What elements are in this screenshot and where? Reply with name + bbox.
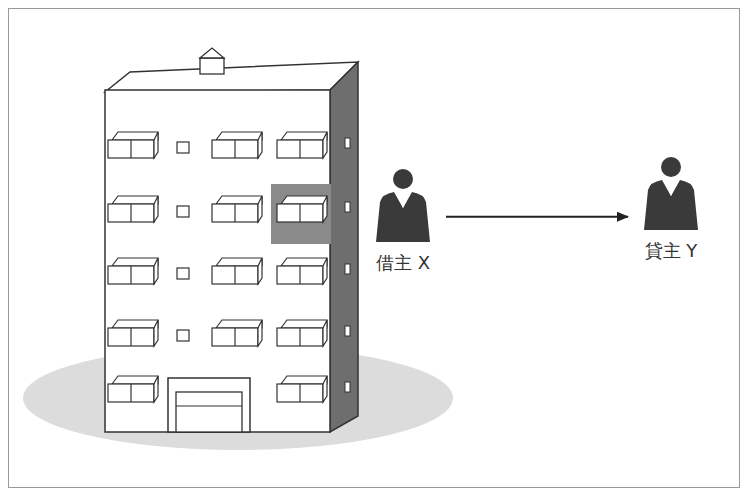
balcony-divider (299, 140, 300, 158)
balcony-divider (234, 328, 235, 346)
flow-arrow (446, 216, 628, 218)
side-window (345, 202, 350, 212)
balcony-side (154, 132, 158, 158)
small-window (177, 142, 189, 153)
small-window (177, 206, 189, 217)
balcony-divider (130, 140, 131, 158)
person-label: 借主 X (376, 252, 430, 274)
balcony-top (281, 132, 327, 140)
side-wall (330, 62, 358, 432)
balcony-divider (299, 328, 300, 346)
balcony-rail (108, 204, 154, 222)
balconies (108, 132, 350, 402)
balcony-side (154, 196, 158, 222)
person-body (644, 180, 698, 230)
balcony-divider (234, 140, 235, 158)
entrance (168, 378, 250, 432)
person-body (376, 192, 430, 242)
balcony-divider (130, 328, 131, 346)
balcony-top (216, 258, 262, 266)
balcony-divider (234, 266, 235, 284)
balcony-divider (299, 204, 300, 222)
side-window (345, 326, 350, 336)
balcony-divider (299, 384, 300, 402)
small-window (177, 268, 189, 279)
roof (105, 62, 358, 92)
balcony-rail (212, 204, 258, 222)
balcony-rail (212, 328, 258, 346)
balcony-rail (108, 328, 154, 346)
balcony-top (112, 320, 158, 328)
person-collar (665, 182, 677, 196)
balcony-side (154, 320, 158, 346)
balcony-rail (277, 266, 323, 284)
balcony-rail (277, 328, 323, 346)
person-head (661, 157, 681, 177)
small-window (177, 330, 189, 341)
front-wall (105, 90, 330, 432)
highlighted-unit (271, 184, 331, 244)
balcony-top (112, 132, 158, 140)
balcony-top (112, 376, 158, 384)
balcony-side (154, 258, 158, 284)
balcony-side (258, 320, 262, 346)
balcony-side (323, 132, 327, 158)
balcony-top (281, 196, 327, 204)
balcony-top (216, 320, 262, 328)
balcony-divider (130, 384, 131, 402)
person-label: 貸主 Y (645, 240, 698, 262)
balcony-rail (277, 140, 323, 158)
balcony-side (323, 376, 327, 402)
person-node: 貸主 Y (640, 156, 702, 262)
balcony-side (258, 258, 262, 284)
balcony-top (112, 258, 158, 266)
balcony-rail (108, 140, 154, 158)
side-window (345, 382, 350, 392)
balcony-divider (130, 204, 131, 222)
balcony-rail (277, 204, 323, 222)
person-icon (372, 168, 434, 244)
balcony-divider (130, 266, 131, 284)
balcony-top (216, 196, 262, 204)
balcony-side (323, 320, 327, 346)
person-collar (397, 194, 409, 208)
roof-house (200, 48, 224, 74)
side-window (345, 138, 350, 148)
balcony-divider (299, 266, 300, 284)
side-window (345, 264, 350, 274)
person-icon (640, 156, 702, 232)
balcony-divider (234, 204, 235, 222)
balcony-side (323, 196, 327, 222)
balcony-top (281, 258, 327, 266)
balcony-top (281, 320, 327, 328)
balcony-top (112, 196, 158, 204)
balcony-rail (108, 266, 154, 284)
balcony-side (323, 258, 327, 284)
balcony-top (281, 376, 327, 384)
balcony-side (154, 376, 158, 402)
balcony-side (258, 196, 262, 222)
balcony-rail (108, 384, 154, 402)
balcony-rail (212, 266, 258, 284)
balcony-rail (277, 384, 323, 402)
balcony-top (216, 132, 262, 140)
person-head (393, 169, 413, 189)
balcony-side (258, 132, 262, 158)
balcony-rail (212, 140, 258, 158)
person-node: 借主 X (372, 168, 434, 274)
